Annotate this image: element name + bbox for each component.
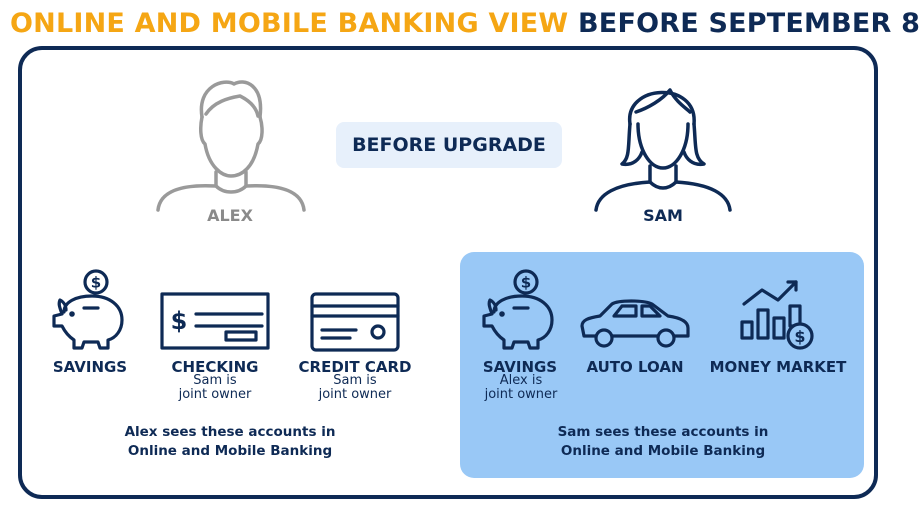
sam-account-money-market-label: MONEY MARKET xyxy=(709,358,847,376)
alex-account-credit-card-label: CREDIT CARD xyxy=(298,358,412,376)
sam-account-savings-label: SAVINGS xyxy=(482,358,558,376)
sam-name: SAM xyxy=(643,206,683,225)
alex-account-checking-label: CHECKING xyxy=(171,358,259,376)
svg-text:$: $ xyxy=(521,274,531,292)
svg-text:$: $ xyxy=(171,307,188,335)
sam-caption-line-2: Online and Mobile Banking xyxy=(560,443,766,459)
svg-text:$: $ xyxy=(794,327,805,346)
money-market-chart-icon: $ xyxy=(740,280,814,350)
sam-caption-line-1: Sam sees these accounts in xyxy=(557,424,769,440)
alex-account-checking-note-2: joint owner xyxy=(178,387,252,402)
title-part-1: ONLINE AND MOBILE BANKING VIEW xyxy=(10,8,569,39)
sam-account-auto-loan-label: AUTO LOAN xyxy=(586,358,684,376)
alex-account-credit-card-note-2: joint owner xyxy=(318,387,392,402)
alex-caption: Alex sees these accounts in Online and M… xyxy=(60,423,400,461)
alex-account-credit-card-note-1: Sam is xyxy=(333,373,377,388)
alex-caption-line-2: Online and Mobile Banking xyxy=(127,443,333,459)
piggy-bank-icon: $ xyxy=(52,269,124,350)
alex-account-savings-label: SAVINGS xyxy=(52,358,128,376)
alex-account-checking-note-1: Sam is xyxy=(193,373,237,388)
alex-caption-line-1: Alex sees these accounts in xyxy=(124,424,336,440)
svg-text:$: $ xyxy=(91,274,101,292)
credit-card-icon xyxy=(310,292,400,352)
car-icon xyxy=(580,299,690,348)
page-title: ONLINE AND MOBILE BANKING VIEW BEFORE SE… xyxy=(10,8,920,39)
alex-avatar-icon xyxy=(156,80,306,212)
before-upgrade-badge: BEFORE UPGRADE xyxy=(336,122,562,168)
sam-caption: Sam sees these accounts in Online and Mo… xyxy=(480,423,846,461)
alex-name: ALEX xyxy=(207,206,253,225)
check-icon: $ xyxy=(160,292,270,350)
piggy-bank-icon: $ xyxy=(482,269,554,350)
sam-account-savings-note-1: Alex is xyxy=(499,373,543,388)
title-part-2: BEFORE SEPTEMBER 8 xyxy=(578,8,920,39)
sam-account-savings-note-2: joint owner xyxy=(484,387,558,402)
sam-avatar-icon xyxy=(594,88,732,212)
